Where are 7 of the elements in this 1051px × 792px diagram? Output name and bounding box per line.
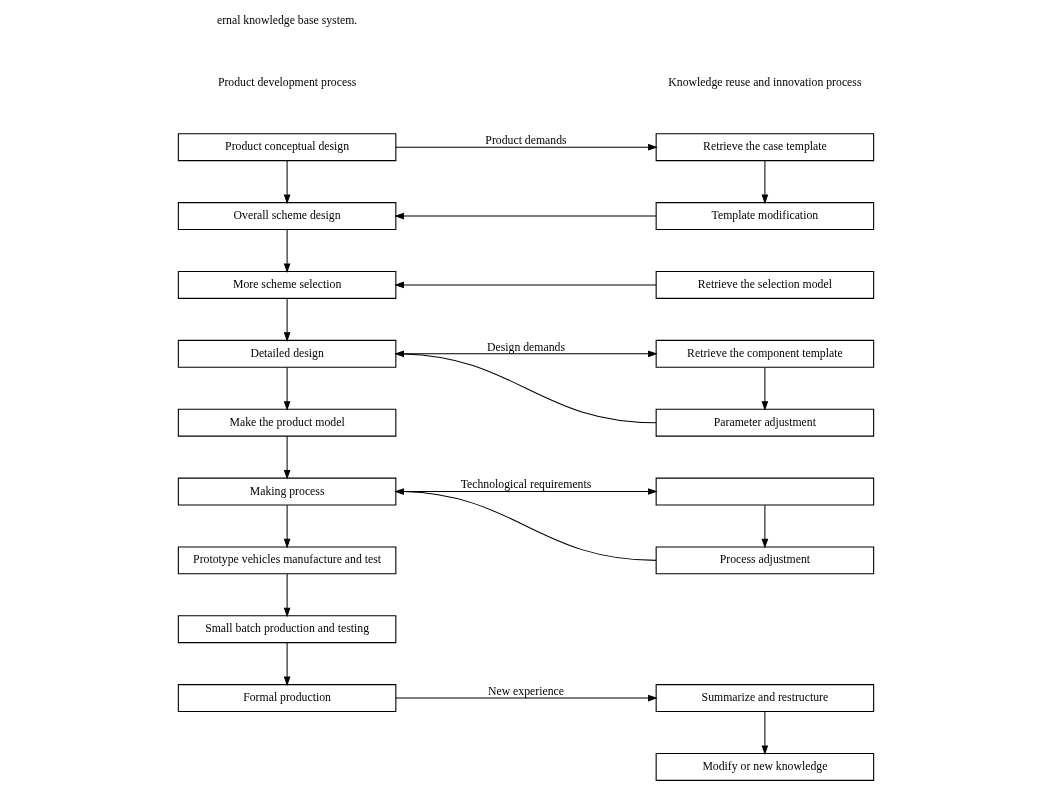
edge-label: Design demands [486, 340, 565, 354]
label: ernal knowledge base system. [216, 14, 357, 28]
edge-label: New experience [487, 684, 564, 698]
edge-label: Product demands [484, 134, 567, 148]
label: Product development process [217, 75, 356, 89]
label: Knowledge reuse and innovation process [667, 75, 861, 89]
edge-label: Technological requirements [460, 478, 591, 492]
